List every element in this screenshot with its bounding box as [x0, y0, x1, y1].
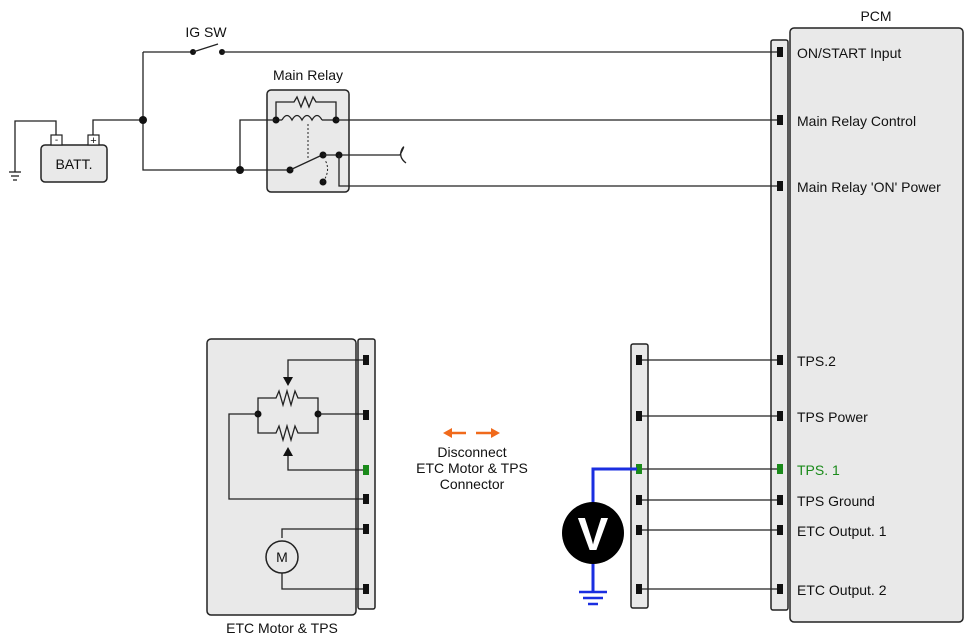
instruction-line3: Connector	[440, 476, 505, 492]
battery-positive-wiring	[92, 51, 240, 171]
motor-symbol: M	[276, 549, 288, 565]
voltmeter: V	[562, 467, 637, 606]
relay-coil-wiring	[236, 119, 777, 174]
battery: - + BATT.	[40, 134, 108, 183]
ig-switch-label: IG SW	[185, 24, 227, 40]
battery-ground-wire	[9, 120, 57, 181]
voltmeter-symbol: V	[578, 508, 609, 560]
pin-label-tps-ground: TPS Ground	[797, 493, 875, 509]
battery-neg-mark: -	[55, 135, 58, 146]
pcm-connector-strip	[770, 39, 789, 611]
main-relay	[240, 89, 777, 193]
pcm-pin-terminals	[777, 47, 783, 594]
etc-motor-tps: M	[206, 338, 376, 616]
pin-label-main-relay-on-power: Main Relay 'ON' Power	[797, 179, 941, 195]
etc-label: ETC Motor & TPS	[226, 620, 338, 636]
pin-label-etc-output1: ETC Output. 1	[797, 523, 887, 539]
pin-label-tps1: TPS. 1	[797, 462, 840, 478]
pin-label-etc-output2: ETC Output. 2	[797, 582, 887, 598]
pin-label-on-start: ON/START Input	[797, 45, 901, 61]
instruction-line2: ETC Motor & TPS	[416, 460, 528, 476]
pcm-title: PCM	[860, 8, 891, 24]
ig-switch	[190, 43, 777, 55]
pin-label-tps-power: TPS Power	[797, 409, 868, 425]
instruction-line1: Disconnect	[437, 444, 506, 460]
pin-label-tps2: TPS.2	[797, 353, 836, 369]
main-relay-label: Main Relay	[273, 67, 343, 83]
disconnect-arrows	[443, 428, 500, 438]
battery-label: BATT.	[55, 156, 92, 172]
pcm-box	[789, 27, 964, 623]
pin-label-main-relay-control: Main Relay Control	[797, 113, 916, 129]
battery-pos-mark: +	[90, 135, 96, 147]
harness-connector	[630, 343, 777, 609]
